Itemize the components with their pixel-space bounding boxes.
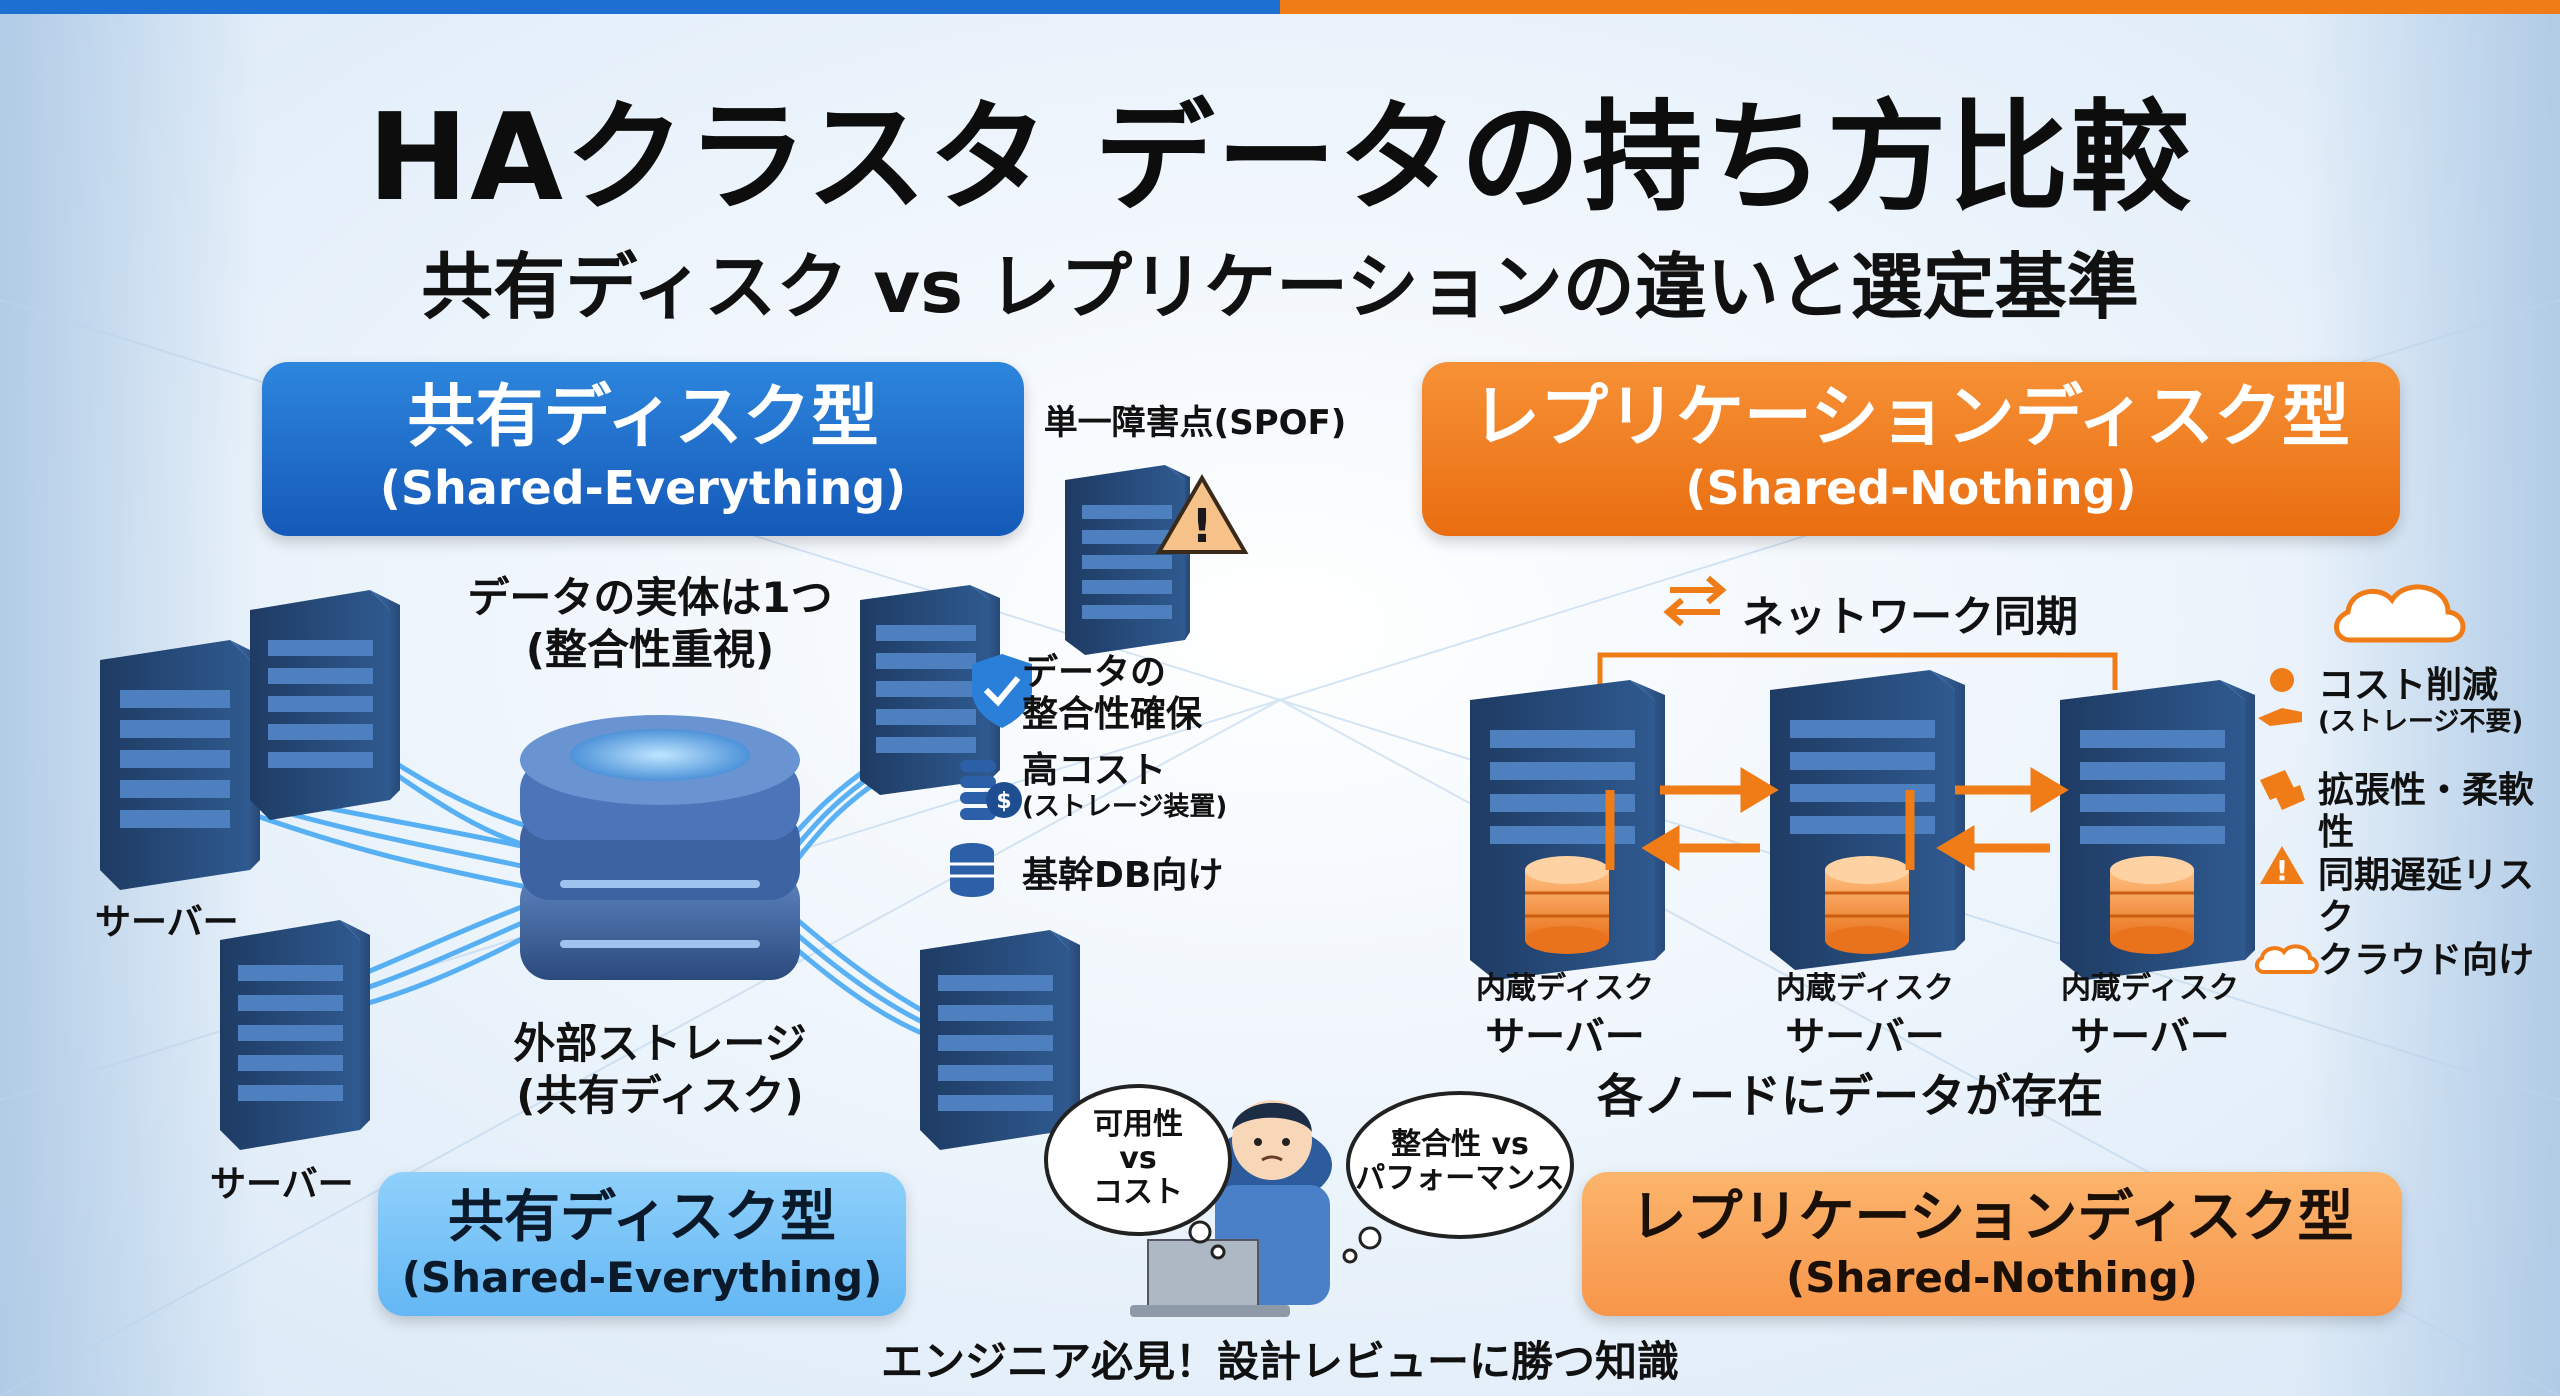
page-subtitle: 共有ディスク vs レプリケーションの違いと選定基準 [421,245,2139,329]
thought-right-text: 整合性 vs パフォーマンス [1350,1128,1570,1196]
replication-banner-sub: (Shared-Nothing) [1685,461,2137,515]
scale-icon [2260,770,2305,810]
external-storage-label: 外部ストレージ (共有ディスク) [470,1018,850,1122]
sync-arrows-icon [1663,575,1727,627]
thought-left-line3: コスト [1093,1175,1183,1210]
external-storage-line1: 外部ストレージ [513,1019,807,1068]
cloud-icon-small [2255,944,2319,974]
svg-text:$: $ [996,789,1011,814]
shared-banner-title: 共有ディスク型 [407,378,879,457]
svg-text:!: ! [2276,854,2289,887]
feature-cost-sub: (ストレージ装置) [1022,792,1228,822]
replication-feature-cost: コスト削減 (ストレージ不要) [2318,665,2523,737]
thought-right-line2: パフォーマンス [1355,1161,1565,1196]
shared-disk-bottom-banner: 共有ディスク型 (Shared-Everything) [378,1172,906,1316]
cloud-icon-large [2334,584,2466,643]
rep-feature-cost-main: コスト削減 [2318,665,2499,706]
shared-feature-db: 基幹DB向け [1022,855,1223,897]
feature-db-main: 基幹DB向け [1022,855,1224,896]
each-node-label: 各ノードにデータが存在 [1597,1069,2103,1123]
replication-feature-scale: 拡張性・柔軟性 [2318,770,2560,854]
data-entity-label-line1: データの実体は1つ [467,573,833,622]
shared-disk-banner: 共有ディスク型 (Shared-Everything) [262,362,1024,536]
replication-arrows [1605,767,2069,871]
coins-icon: $ [960,760,1022,820]
shared-feature-consistency: データの 整合性確保 [1022,652,1202,736]
top-accent-bar-blue [0,0,1280,14]
external-storage-line2: (共有ディスク) [516,1071,804,1120]
replication-bottom-banner: レプリケーションディスク型 (Shared-Nothing) [1582,1172,2402,1316]
thought-left-text: 可用性 vs コスト [1050,1108,1226,1210]
warning-icon-orange: ! [2260,846,2304,887]
replication-feature-latency: 同期遅延リスク [2318,855,2560,939]
footer-text: エンジニア必見！設計レビューに勝つ知識 [880,1337,1679,1386]
internal-disk-icon-3 [2110,856,2194,954]
shared-server-right-bottom [920,930,1080,1150]
replication-server-label-3: サーバー [2070,1014,2230,1060]
replication-server-label-2: サーバー [1785,1014,1945,1060]
replication-server-3 [2060,680,2255,980]
rep-feature-scale-main: 拡張性・柔軟性 [2318,770,2535,853]
feature-consistency-line1: データの [1022,652,1167,693]
spof-server [1065,465,1190,655]
warning-icon: ! [1155,474,1249,554]
internal-disk-icon-2 [1825,856,1909,954]
replication-banner-title: レプリケーションディスク型 [1472,378,2350,457]
shared-server-bottom [220,920,370,1150]
shared-bottom-title: 共有ディスク型 [447,1185,837,1250]
thought-left-line1: 可用性 [1093,1107,1183,1142]
rep-feature-cost-sub: (ストレージ不要) [2318,707,2524,737]
shared-server-left-back [100,640,260,890]
external-storage-icon [520,715,800,980]
shared-bottom-sub: (Shared-Everything) [401,1253,883,1302]
svg-text:!: ! [1192,499,1213,553]
rep-feature-latency-main: 同期遅延リスク [2318,855,2535,938]
replication-banner: レプリケーションディスク型 (Shared-Nothing) [1422,362,2400,536]
data-entity-label: データの実体は1つ (整合性重視) [430,572,870,676]
disk-label-1: 内蔵ディスク [1476,971,1654,1006]
replication-feature-cloud: クラウド向け [2318,940,2534,982]
shared-banner-sub: (Shared-Everything) [379,461,907,515]
server-label-bottom: サーバー [210,1164,354,1205]
spof-label: 単一障害点(SPOF) [1043,403,1347,443]
thought-bubble-right [1342,1091,1574,1264]
replication-server-label-1: サーバー [1485,1014,1645,1060]
thought-bubble-left [1044,1084,1232,1260]
engineer-illustration [1130,1100,1332,1317]
network-sync-line [1597,652,2118,690]
network-sync-label: ネットワーク同期 [1742,592,2079,641]
replication-bottom-title: レプリケーションディスク型 [1630,1185,2354,1250]
disk-label-2: 内蔵ディスク [1776,971,1954,1006]
server-label-left: サーバー [95,902,239,943]
data-entity-label-line2: (整合性重視) [525,625,775,674]
rep-feature-cloud-main: クラウド向け [2318,940,2535,981]
replication-bottom-sub: (Shared-Nothing) [1786,1253,2198,1302]
internal-disk-icon-1 [1525,856,1609,954]
feature-cost-main: 高コスト [1022,750,1167,791]
page-title: HAクラスタ データの持ち方比較 [367,89,2193,228]
thought-right-line1: 整合性 vs [1391,1127,1529,1162]
shared-server-right-top [860,585,1000,795]
hand-coin-icon [2258,668,2302,726]
disk-label-3: 内蔵ディスク [2061,971,2239,1006]
thought-left-line2: vs [1119,1141,1157,1176]
shared-server-top [250,590,400,820]
database-icon [950,843,994,897]
top-accent-bar-orange [1280,0,2560,14]
shield-check-icon [972,654,1032,728]
shared-feature-cost: 高コスト (ストレージ装置) [1022,750,1227,822]
feature-consistency-line2: 整合性確保 [1022,694,1203,735]
